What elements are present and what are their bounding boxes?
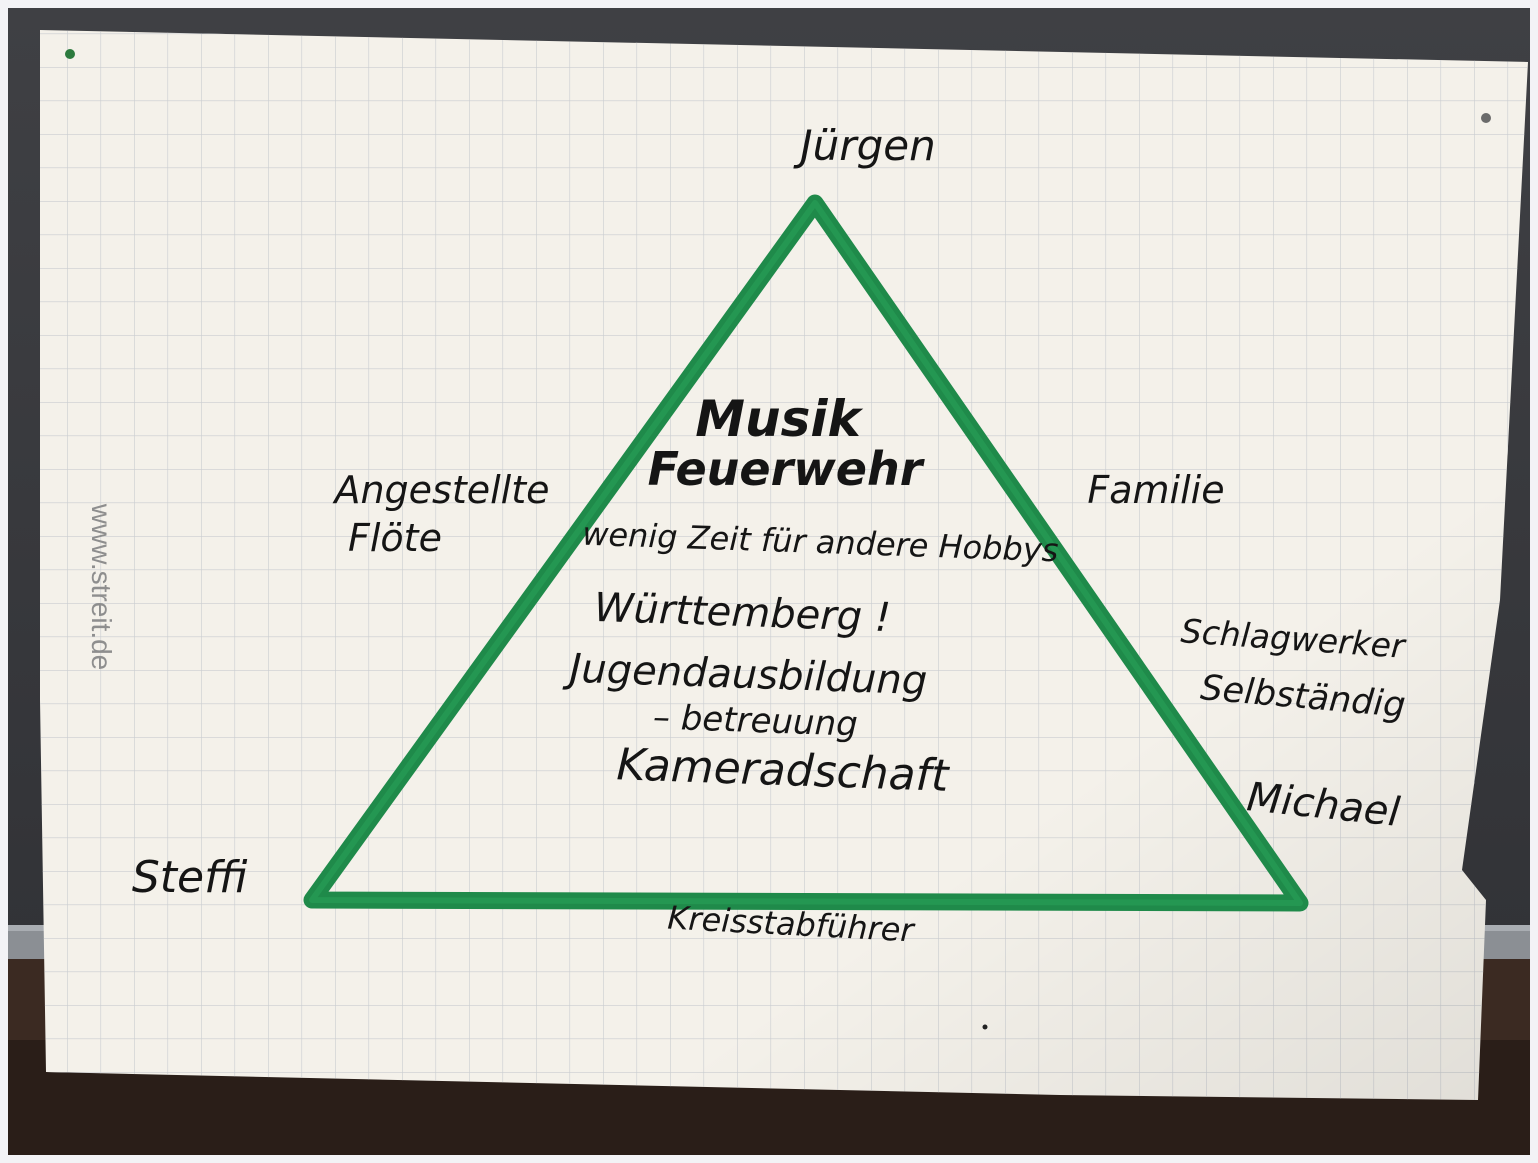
pin-top-left bbox=[65, 49, 75, 59]
pin-hole bbox=[982, 1024, 988, 1030]
flipchart-paper bbox=[40, 30, 1528, 1100]
center-line7: Kameradschaft bbox=[616, 739, 951, 802]
watermark-text: www.streit.de bbox=[86, 503, 117, 671]
center-line1: Musik bbox=[695, 390, 863, 448]
right-side-upper: Familie bbox=[1087, 468, 1224, 512]
left-side-line2: Flöte bbox=[348, 516, 442, 560]
center-line4: Württemberg ! bbox=[593, 585, 891, 641]
green-triangle bbox=[303, 194, 1309, 912]
corner-label-top: Jürgen bbox=[793, 121, 935, 170]
corner-label-bottom-left: Steffi bbox=[132, 852, 248, 903]
left-side-line1: Angestellte bbox=[331, 468, 549, 512]
center-line6: – betreuung bbox=[652, 697, 858, 744]
pin-top-right bbox=[1481, 113, 1491, 123]
center-line2: Feuerwehr bbox=[648, 442, 926, 496]
